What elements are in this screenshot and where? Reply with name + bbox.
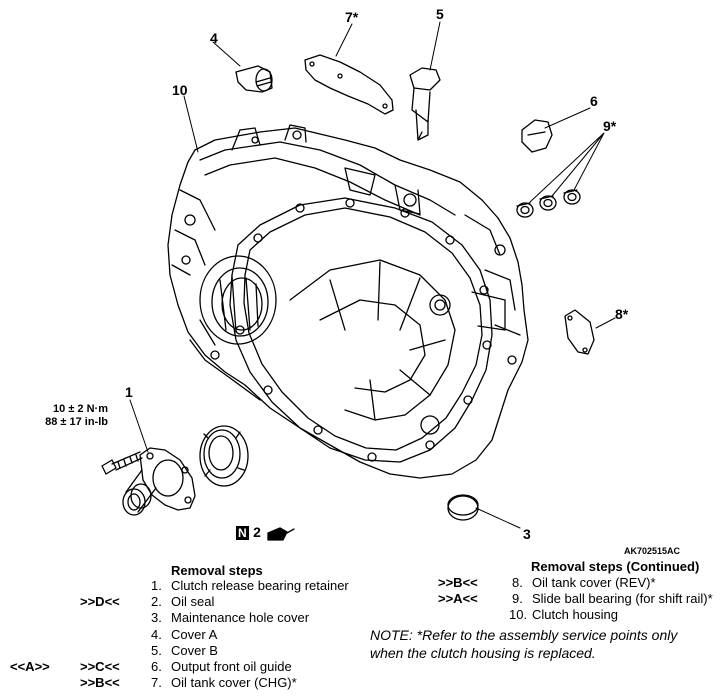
step-label: Slide ball bearing (for shift rail)* (532, 591, 713, 607)
callout-1: 1 (125, 384, 133, 400)
callout-8: 8* (615, 306, 629, 322)
step-label: Maintenance hole cover (171, 610, 310, 626)
callout-2: 2 (253, 524, 261, 540)
step-row: 4. Cover A (0, 627, 400, 643)
torque-imperial: 88 ± 17 in-lb (45, 416, 108, 428)
step-label: Output front oil guide (171, 659, 292, 674)
step-number: 9. (512, 591, 523, 607)
step-row: >>B<< 8. Oil tank cover (REV)* (0, 575, 725, 591)
cover-a (235, 65, 273, 93)
callout-3: 3 (523, 526, 531, 542)
note-line-2: when the clutch housing is replaced. (370, 645, 596, 661)
figure-id: AK702515AC (624, 546, 681, 556)
step-label: Clutch housing (532, 607, 618, 623)
step-row: 5. Cover B (0, 643, 400, 659)
step-label: Cover A (171, 626, 218, 642)
service-point-marker: >>B<< (80, 675, 120, 691)
exploded-view-diagram (101, 21, 616, 541)
step-number: 5. (151, 642, 162, 658)
removal-steps-continued-heading: Removal steps (Continued) (531, 559, 700, 574)
step-row: 1. Clutch release bearing retainer (0, 578, 400, 594)
leader-lines (129, 21, 616, 529)
step-label: Cover B (171, 642, 218, 658)
step-row: >>B<< 7. Oil tank cover (CHG)* (0, 675, 400, 691)
output-front-oil-guide (521, 119, 553, 153)
service-point-marker: >>B<< (438, 575, 478, 590)
callout-5: 5 (436, 6, 444, 22)
step-number: 10. (509, 607, 528, 623)
callout-10: 10 (172, 82, 188, 98)
slide-ball-bearings (516, 189, 581, 218)
step-number: 8. (512, 575, 523, 590)
step-row: 3. Maintenance hole cover (0, 610, 400, 626)
step-label: Oil seal (171, 594, 215, 610)
maintenance-hole-cover (447, 494, 479, 521)
cover-b (409, 67, 441, 141)
oil-seal (199, 425, 249, 487)
step-number: 4. (151, 626, 162, 642)
oil-seal-callout: N 2 (236, 524, 261, 542)
torque-metric: 10 ± 2 N·m (53, 403, 108, 415)
step-number: 6. (151, 659, 162, 674)
service-point-marker: >>C<< (80, 659, 120, 674)
step-number: 3. (151, 610, 162, 626)
step-label: Clutch release bearing retainer (171, 578, 349, 593)
clutch-housing (167, 124, 529, 479)
step-number: 2. (151, 594, 162, 610)
service-point-marker: >>A<< (438, 591, 478, 607)
removal-steps-heading: Removal steps (171, 563, 263, 578)
callout-9: 9* (603, 118, 617, 134)
step-label: Oil tank cover (CHG)* (171, 675, 297, 691)
oil-tank-cover-chg (304, 54, 394, 115)
torque-spec: 10 ± 2 N·m 88 ± 17 in-lb (28, 403, 108, 429)
step-label: Oil tank cover (REV)* (532, 575, 656, 590)
note-line-1: NOTE: *Refer to the assembly service poi… (370, 627, 678, 643)
step-row: >>A<< 9. Slide ball bearing (for shift rai… (0, 591, 725, 607)
new-part-mark: N (236, 526, 249, 540)
service-point-marker: >>D<< (80, 594, 120, 610)
service-point-marker-removal: <<A>> (10, 659, 50, 674)
step-row: <<A>> >>C<< 6. Output front oil guide (0, 659, 400, 675)
step-row: >>D<< 2. Oil seal (0, 594, 400, 610)
step-number: 7. (151, 675, 162, 691)
clutch-release-bearing-retainer (122, 447, 196, 516)
callout-7: 7* (345, 9, 359, 25)
oil-can-icon (267, 527, 295, 541)
step-row: 10.Clutch housing (0, 607, 725, 623)
step-number: 1. (151, 578, 162, 593)
note: NOTE: *Refer to the assembly service poi… (370, 626, 677, 662)
callout-6: 6 (590, 93, 598, 109)
callout-4: 4 (210, 30, 218, 46)
oil-tank-cover-rev (564, 309, 595, 355)
bolt (101, 451, 143, 475)
